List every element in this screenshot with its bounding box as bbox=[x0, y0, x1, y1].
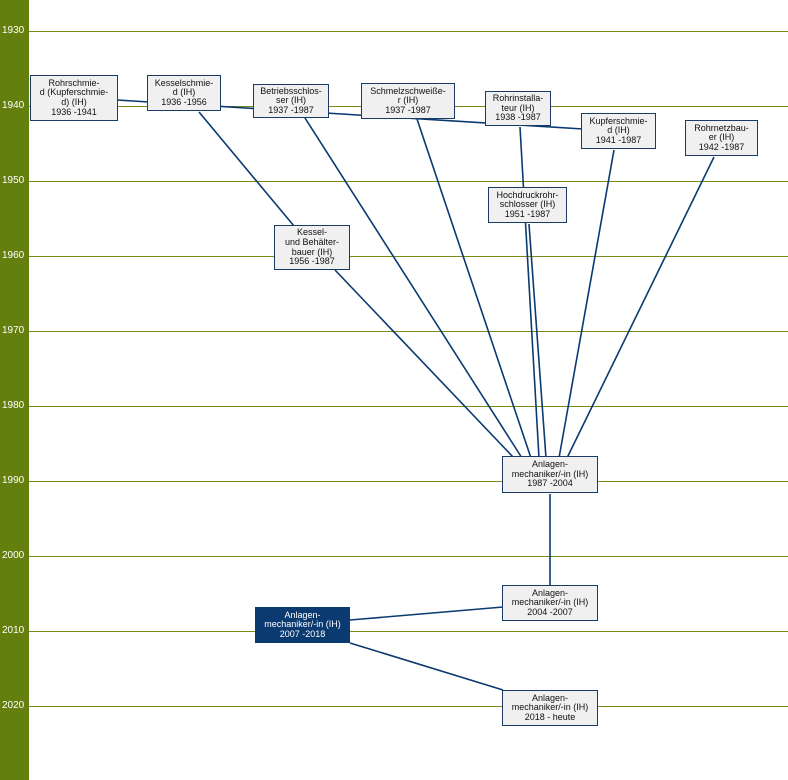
year-gridline bbox=[29, 331, 788, 332]
year-gridline bbox=[29, 181, 788, 182]
occupation-name: schlosser (IH) bbox=[499, 199, 556, 210]
occupation-node[interactable]: Betriebsschlos-ser (IH)1937 -1987 bbox=[253, 84, 329, 118]
year-gridline bbox=[29, 706, 788, 707]
year-gridline bbox=[29, 406, 788, 407]
occupation-node[interactable]: Kesselschmie-d (IH)1936 -1956 bbox=[147, 75, 221, 111]
year-gridline bbox=[29, 256, 788, 257]
occupation-period: 1951 -1987 bbox=[504, 208, 551, 219]
year-axis: 1930 1940 1950 1960 1970 1980 1990 2000 2010 2020 bbox=[0, 0, 29, 780]
occupation-period: 2018 - heute bbox=[524, 711, 576, 722]
occupation-period: 1936 -1956 bbox=[161, 96, 207, 107]
edge-n7-n10 bbox=[566, 156, 715, 459]
occupation-name: Hochdruckrohr- bbox=[496, 189, 559, 200]
occupation-node[interactable]: Rohrschmie-d (Kupferschmie-d) (IH)1936 -… bbox=[30, 75, 118, 121]
occupation-period: 1937 -1987 bbox=[385, 104, 431, 115]
occupation-name: Rohrinstalla- bbox=[492, 93, 544, 104]
year-label: 2020 bbox=[2, 700, 25, 711]
occupation-name: er (IH) bbox=[708, 132, 735, 143]
year-gridline bbox=[29, 481, 788, 482]
year-label: 1990 bbox=[2, 475, 25, 486]
occupation-period: 1941 -1987 bbox=[595, 134, 642, 145]
year-label: 1980 bbox=[2, 400, 25, 411]
occupation-name: Kesselschmie- bbox=[154, 77, 214, 88]
occupation-name: teur (IH) bbox=[501, 102, 535, 113]
year-label: 2000 bbox=[2, 550, 25, 561]
year-label: 1970 bbox=[2, 325, 25, 336]
edge-n8-n10 bbox=[528, 223, 547, 459]
edge-n9-n10 bbox=[334, 269, 515, 459]
occupation-name: mechaniker/-in (IH) bbox=[511, 702, 589, 713]
year-label: 1960 bbox=[2, 250, 25, 261]
occupation-name: mechaniker/-in (IH) bbox=[511, 468, 589, 479]
occupation-name: d (IH) bbox=[607, 125, 630, 136]
occupation-name: Anlagen- bbox=[531, 692, 569, 703]
edge-n3-n10 bbox=[304, 117, 523, 459]
occupation-period: 2007 -2018 bbox=[279, 628, 326, 639]
occupation-node[interactable]: Rohrnetzbau-er (IH)1942 -1987 bbox=[685, 120, 758, 156]
occupation-period: 2004 -2007 bbox=[527, 606, 573, 617]
edge-n6-n10 bbox=[558, 149, 615, 459]
occupation-name: Betriebsschlos- bbox=[260, 85, 322, 96]
occupation-name: ser (IH) bbox=[276, 95, 306, 106]
edge-n12-n13 bbox=[349, 642, 504, 691]
occupation-name: Anlagen- bbox=[284, 609, 321, 620]
occupation-node[interactable]: Schmelzschweiße-r (IH)1937 -1987 bbox=[361, 83, 455, 119]
edge-n11-n12 bbox=[349, 606, 504, 621]
occupation-name: Rohrschmie- bbox=[48, 77, 100, 88]
year-gridline bbox=[29, 556, 788, 557]
occupation-name: d (Kupferschmie- bbox=[39, 87, 109, 98]
year-label: 1950 bbox=[2, 175, 25, 186]
occupation-period: 1942 -1987 bbox=[698, 141, 745, 152]
occupation-name: mechaniker/-in (IH) bbox=[511, 597, 589, 608]
occupation-name: und Behälter- bbox=[284, 236, 340, 247]
year-gridline bbox=[29, 31, 788, 32]
occupation-name: bauer (IH) bbox=[291, 246, 333, 257]
occupation-period: 1956 -1987 bbox=[289, 256, 335, 267]
occupation-period: 1937 -1987 bbox=[268, 104, 314, 115]
occupation-name: Kupferschmie- bbox=[589, 115, 648, 126]
occupation-node[interactable]: Anlagen-mechaniker/-in (IH)2018 - heute bbox=[502, 690, 598, 726]
occupation-name: r (IH) bbox=[397, 95, 419, 106]
occupation-node[interactable]: Anlagen-mechaniker/-in (IH)1987 -2004 bbox=[502, 456, 598, 493]
occupation-name: Schmelzschweiße- bbox=[370, 85, 446, 96]
occupation-period: 1987 -2004 bbox=[527, 478, 573, 489]
occupation-node[interactable]: Kessel-und Behälter-bauer (IH)1956 -1987 bbox=[274, 225, 350, 270]
edge-n4-n10 bbox=[416, 118, 532, 459]
edge-n5-n10 bbox=[519, 126, 540, 459]
occupation-period: 1938 -1987 bbox=[495, 112, 541, 123]
occupation-name: Rohrnetzbau- bbox=[694, 122, 749, 133]
occupation-node[interactable]: Hochdruckrohr-schlosser (IH)1951 -1987 bbox=[488, 187, 567, 223]
year-gridline bbox=[29, 631, 788, 632]
occupation-name: Anlagen- bbox=[531, 587, 569, 598]
year-label: 1930 bbox=[2, 25, 25, 36]
occupation-name: d) (IH) bbox=[61, 97, 87, 107]
occupation-name: Kessel- bbox=[296, 227, 327, 238]
occupation-name: d (IH) bbox=[172, 87, 196, 98]
occupation-node[interactable]: Rohrinstalla-teur (IH)1938 -1987 bbox=[485, 91, 551, 126]
year-label: 2010 bbox=[2, 625, 25, 636]
year-label: 1940 bbox=[2, 100, 25, 111]
occupation-node[interactable]: Kupferschmie-d (IH)1941 -1987 bbox=[581, 113, 656, 149]
occupation-name: Anlagen- bbox=[531, 459, 569, 470]
edge-n2-n9 bbox=[198, 111, 295, 227]
occupation-period: 1936 -1941 bbox=[51, 106, 97, 117]
occupation-node[interactable]: Anlagen-mechaniker/-in (IH)2004 -2007 bbox=[502, 585, 598, 621]
occupation-name: mechaniker/-in (IH) bbox=[264, 619, 341, 630]
occupation-node-current[interactable]: Anlagen-mechaniker/-in (IH)2007 -2018 bbox=[255, 607, 350, 643]
